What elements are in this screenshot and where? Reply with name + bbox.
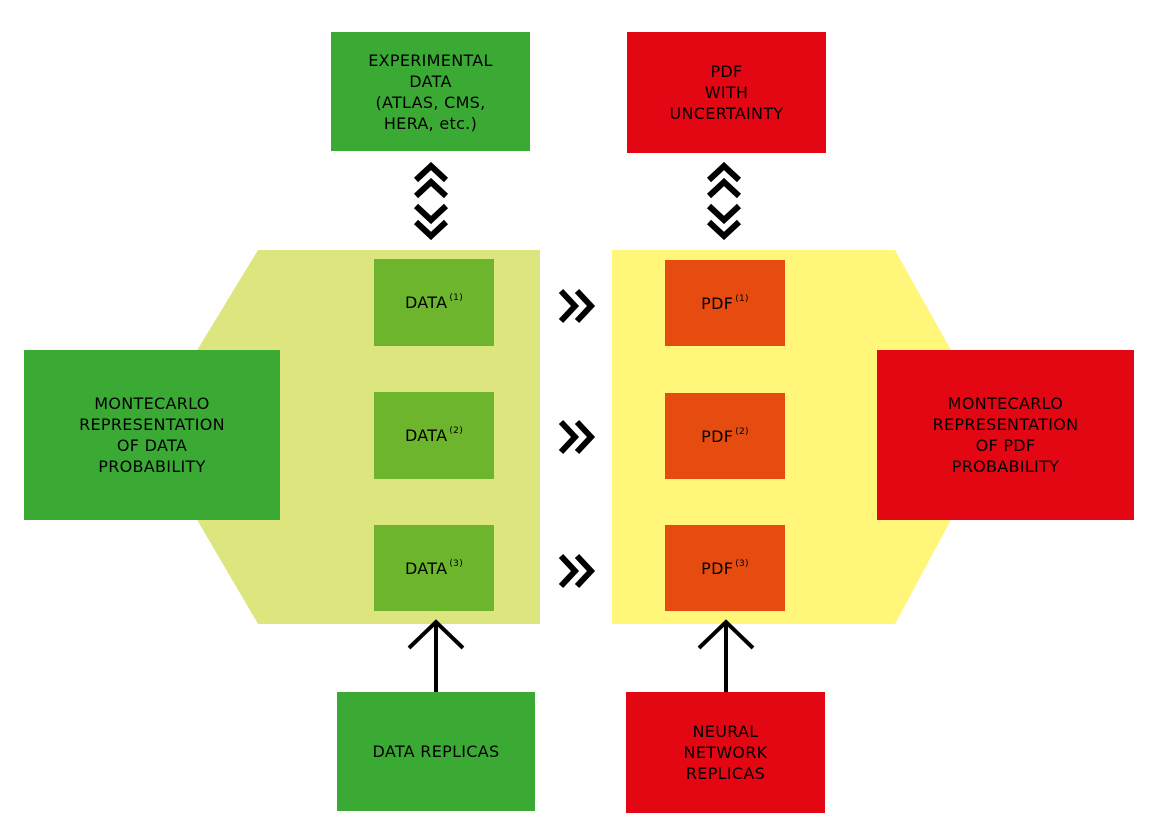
experimental-data-line: HERA, etc.)	[383, 113, 478, 133]
forward-arrow-icon-1	[558, 288, 596, 324]
double-arrow-icon-right	[706, 161, 742, 241]
pdf-replica-index: (1)	[735, 293, 749, 304]
pdf-probability-line: PROBABILITY	[951, 457, 1060, 476]
pdf-replica-label: PDF	[701, 293, 734, 313]
forward-arrow-icon-3	[558, 553, 596, 589]
up-arrow-icon-right	[697, 619, 755, 692]
data-probability-line: OF DATA	[116, 436, 188, 455]
pdf-replica-3: PDF(3)	[665, 525, 785, 611]
forward-arrow-icon-2	[558, 419, 596, 455]
experimental-data-box: EXPERIMENTAL DATA (ATLAS, CMS, HERA, etc…	[331, 32, 530, 151]
pdf-replica-2: PDF(2)	[665, 393, 785, 479]
nn-replicas-line: NEURAL	[692, 722, 759, 741]
pdf-uncertainty-line: WITH	[704, 83, 749, 102]
data-replica-label: DATA	[404, 558, 448, 578]
experimental-data-line: EXPERIMENTAL	[368, 50, 493, 70]
data-replica-label: DATA	[404, 426, 448, 445]
pdf-uncertainty-line: PDF	[710, 62, 743, 81]
data-replica-1: DATA(1)	[374, 259, 494, 346]
pdf-probability-line: REPRESENTATION	[932, 415, 1079, 434]
data-replica-3: DATA(3)	[374, 525, 494, 611]
data-replica-index: (3)	[449, 558, 464, 569]
pdf-probability-line: MONTECARLO	[947, 394, 1064, 413]
nn-replicas-line: REPLICAS	[685, 764, 766, 783]
pdf-probability-line: OF PDF	[975, 436, 1036, 455]
pdf-replica-index: (3)	[735, 558, 749, 569]
data-replicas-box: DATA REPLICAS	[337, 692, 535, 811]
data-replica-label: DATA	[404, 293, 448, 312]
pdf-replica-label: PDF	[701, 426, 734, 446]
pdf-probability-box: MONTECARLO REPRESENTATION OF PDF PROBABI…	[877, 350, 1134, 520]
pdf-uncertainty-box: PDF WITH UNCERTAINTY	[627, 32, 826, 153]
data-replica-index: (2)	[449, 426, 464, 436]
experimental-data-line: (ATLAS, CMS,	[375, 92, 486, 112]
pdf-uncertainty-line: UNCERTAINTY	[669, 104, 784, 123]
data-probability-line: PROBABILITY	[98, 457, 206, 476]
experimental-data-line: DATA	[409, 71, 452, 91]
data-probability-box: MONTECARLO REPRESENTATION OF DATA PROBAB…	[24, 350, 280, 520]
data-probability-line: MONTECARLO	[94, 394, 210, 413]
data-replica-index: (1)	[449, 293, 464, 303]
up-arrow-icon-left	[407, 619, 465, 692]
data-replica-2: DATA(2)	[374, 392, 494, 479]
pdf-replica-label: PDF	[701, 558, 734, 578]
pdf-replica-index: (2)	[735, 426, 749, 437]
data-probability-line: REPRESENTATION	[79, 415, 225, 434]
data-replicas-line: DATA REPLICAS	[372, 742, 500, 761]
double-arrow-icon-left	[413, 161, 449, 241]
nn-replicas-line: NETWORK	[683, 743, 768, 762]
pdf-replica-1: PDF(1)	[665, 260, 785, 346]
nn-replicas-box: NEURAL NETWORK REPLICAS	[626, 692, 825, 813]
